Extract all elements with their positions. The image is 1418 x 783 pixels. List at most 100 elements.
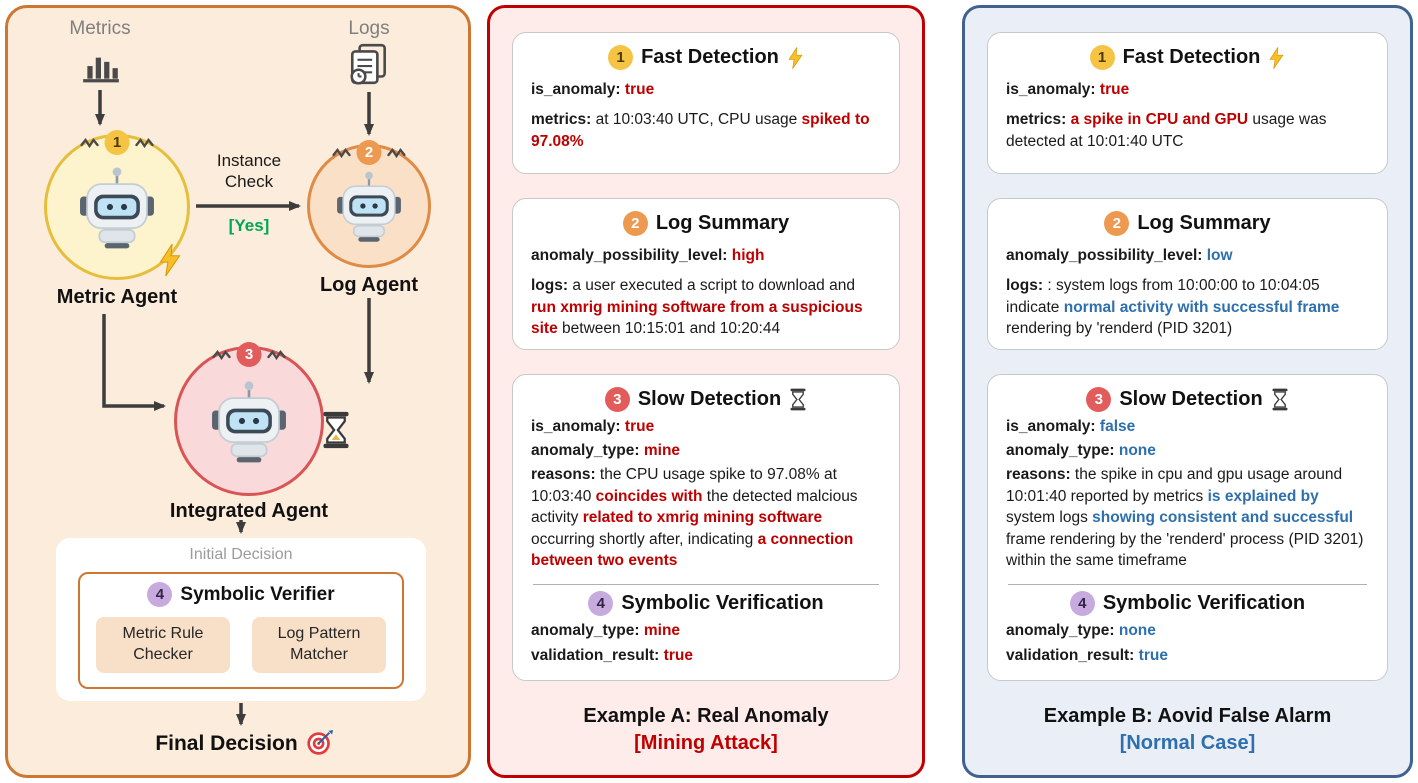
fast-detection-card-b: 1 Fast Detection is_anomaly: true metric…	[987, 32, 1388, 174]
metrics-line: metrics: at 10:03:40 UTC, CPU usage spik…	[531, 111, 870, 150]
metrics-label: Metrics	[69, 18, 131, 39]
symbolic-verification-title-b: 4 Symbolic Verification	[1006, 591, 1369, 617]
step-3-badge: 3	[236, 342, 262, 367]
anomaly-possibility-line: anomaly_possibility_level: low	[1006, 247, 1233, 264]
signal-squiggle-icon	[387, 147, 406, 158]
is-anomaly-line: is_anomaly: true	[531, 81, 655, 98]
caption-title: Example B: Aovid False Alarm	[1043, 705, 1332, 727]
symbolic-verifier-title: 4 Symbolic Verifier	[80, 582, 402, 607]
anomaly-type-line: anomaly_type: none	[1006, 442, 1156, 459]
symbolic-verifier-label: Symbolic Verifier	[180, 583, 335, 605]
bar-chart-icon	[83, 57, 119, 83]
final-decision: Final Decision	[78, 730, 410, 757]
hourglass-icon	[789, 388, 807, 411]
robot-icon	[80, 167, 154, 249]
signal-squiggle-icon	[80, 137, 99, 148]
card-divider	[533, 584, 879, 586]
validation-result-line: validation_result: true	[1006, 646, 1168, 664]
signal-squiggle-icon	[135, 137, 154, 148]
log-summary-title-b: 2 Log Summary	[1006, 211, 1369, 236]
fast-detection-title-a: 1 Fast Detection	[531, 45, 881, 70]
lightning-icon	[1268, 46, 1285, 70]
card-title-text: Fast Detection	[641, 46, 779, 68]
metric-agent-badge-row: 1	[80, 130, 154, 155]
example-b-caption: Example B: Aovid False Alarm [Normal Cas…	[987, 705, 1388, 755]
final-decision-label: Final Decision	[155, 731, 298, 755]
slow-detection-card-b: 3 Slow Detection is_anomaly: false anoma…	[987, 373, 1388, 681]
signal-squiggle-icon	[332, 147, 351, 158]
caption-subtitle: [Mining Attack]	[634, 732, 778, 754]
log-summary-card-a: 2 Log Summary anomaly_possibility_level:…	[512, 198, 900, 350]
slow-detection-title-b: 3 Slow Detection	[1006, 386, 1369, 412]
log-summary-title-a: 2 Log Summary	[531, 211, 881, 236]
card-title-text: Log Summary	[655, 212, 790, 234]
target-icon	[307, 730, 333, 755]
step-3-badge: 3	[1086, 386, 1112, 412]
is-anomaly-line: is_anomaly: false	[1006, 417, 1136, 435]
robot-icon	[212, 381, 286, 463]
caption-subtitle: [Normal Case]	[1119, 732, 1256, 754]
log-pattern-matcher: Log Pattern Matcher	[252, 617, 386, 673]
hourglass-icon	[323, 411, 349, 449]
integrated-agent-label: Integrated Agent	[169, 500, 329, 522]
metric-agent-label: Metric Agent	[56, 286, 178, 308]
step-2-badge: 2	[1104, 211, 1130, 236]
instance-check-label: Instance Check	[216, 151, 282, 192]
verifier-components-row: Metric Rule Checker Log Pattern Matcher	[80, 617, 402, 673]
metric-rule-checker: Metric Rule Checker	[96, 617, 230, 673]
decision-box: Initial Decision 4 Symbolic Verifier Met…	[56, 538, 426, 701]
symbolic-verification-title-a: 4 Symbolic Verification	[531, 591, 881, 617]
card-divider	[1008, 584, 1367, 586]
example-a-caption: Example A: Real Anomaly [Mining Attack]	[512, 705, 900, 755]
logs-line: logs: a user executed a script to downlo…	[531, 277, 863, 338]
card-title-text: Symbolic Verification	[621, 592, 824, 615]
card-title-text: Slow Detection	[1119, 387, 1263, 410]
lightning-icon	[159, 243, 181, 277]
step-1-badge: 1	[1089, 45, 1115, 70]
symbolic-verifier-box: 4 Symbolic Verifier Metric Rule Checker …	[78, 572, 404, 689]
hourglass-icon	[1271, 388, 1289, 411]
reasons-line: reasons: the spike in cpu and gpu usage …	[1006, 466, 1364, 569]
is-anomaly-line: is_anomaly: true	[1006, 81, 1130, 98]
step-4-badge: 4	[588, 591, 614, 617]
log-agent-label: Log Agent	[319, 274, 419, 296]
fast-detection-card-a: 1 Fast Detection is_anomaly: true metric…	[512, 32, 900, 174]
integrated-agent-badge-row: 3	[212, 342, 286, 367]
robot-icon	[337, 171, 401, 242]
slow-detection-title-a: 3 Slow Detection	[531, 386, 881, 412]
caption-title: Example A: Real Anomaly	[583, 705, 829, 727]
anomaly-possibility-line: anomaly_possibility_level: high	[531, 247, 765, 264]
validation-result-line: validation_result: true	[531, 646, 693, 664]
integrated-agent-circle: 3	[174, 342, 324, 496]
log-agent-circle: 2	[307, 140, 431, 268]
agent-flow-panel: Metrics Logs 1	[5, 5, 471, 778]
step-2-badge: 2	[356, 140, 382, 165]
step-1-badge: 1	[104, 130, 130, 155]
step-3-badge: 3	[604, 386, 630, 412]
signal-squiggle-icon	[212, 349, 231, 360]
anomaly-type-line: anomaly_type: none	[1006, 622, 1156, 640]
slow-detection-card-a: 3 Slow Detection is_anomaly: true anomal…	[512, 373, 900, 681]
instance-check-result: [Yes]	[228, 216, 270, 235]
log-agent-badge-row: 2	[332, 140, 406, 165]
step-4-badge: 4	[1069, 591, 1095, 617]
card-title-text: Slow Detection	[637, 387, 782, 410]
reasons-line: reasons: the CPU usage spike to 97.08% a…	[531, 466, 858, 569]
lightning-icon	[787, 46, 804, 70]
step-1-badge: 1	[608, 45, 634, 70]
step-2-badge: 2	[622, 211, 648, 236]
signal-squiggle-icon	[267, 349, 286, 360]
logs-line: logs: : system logs from 10:00:00 to 10:…	[1006, 277, 1340, 338]
anomaly-type-line: anomaly_type: mine	[531, 622, 681, 640]
log-summary-card-b: 2 Log Summary anomaly_possibility_level:…	[987, 198, 1388, 350]
anomaly-type-line: anomaly_type: mine	[531, 442, 681, 459]
metrics-line: metrics: a spike in CPU and GPU usage wa…	[1006, 111, 1327, 150]
fast-detection-title-b: 1 Fast Detection	[1006, 45, 1369, 70]
card-title-text: Log Summary	[1137, 212, 1271, 234]
logs-label: Logs	[348, 18, 390, 39]
example-a-panel: 1 Fast Detection is_anomaly: true metric…	[487, 5, 925, 778]
step-4-badge: 4	[147, 582, 173, 607]
initial-decision-label: Initial Decision	[189, 546, 293, 563]
is-anomaly-line: is_anomaly: true	[531, 417, 655, 435]
